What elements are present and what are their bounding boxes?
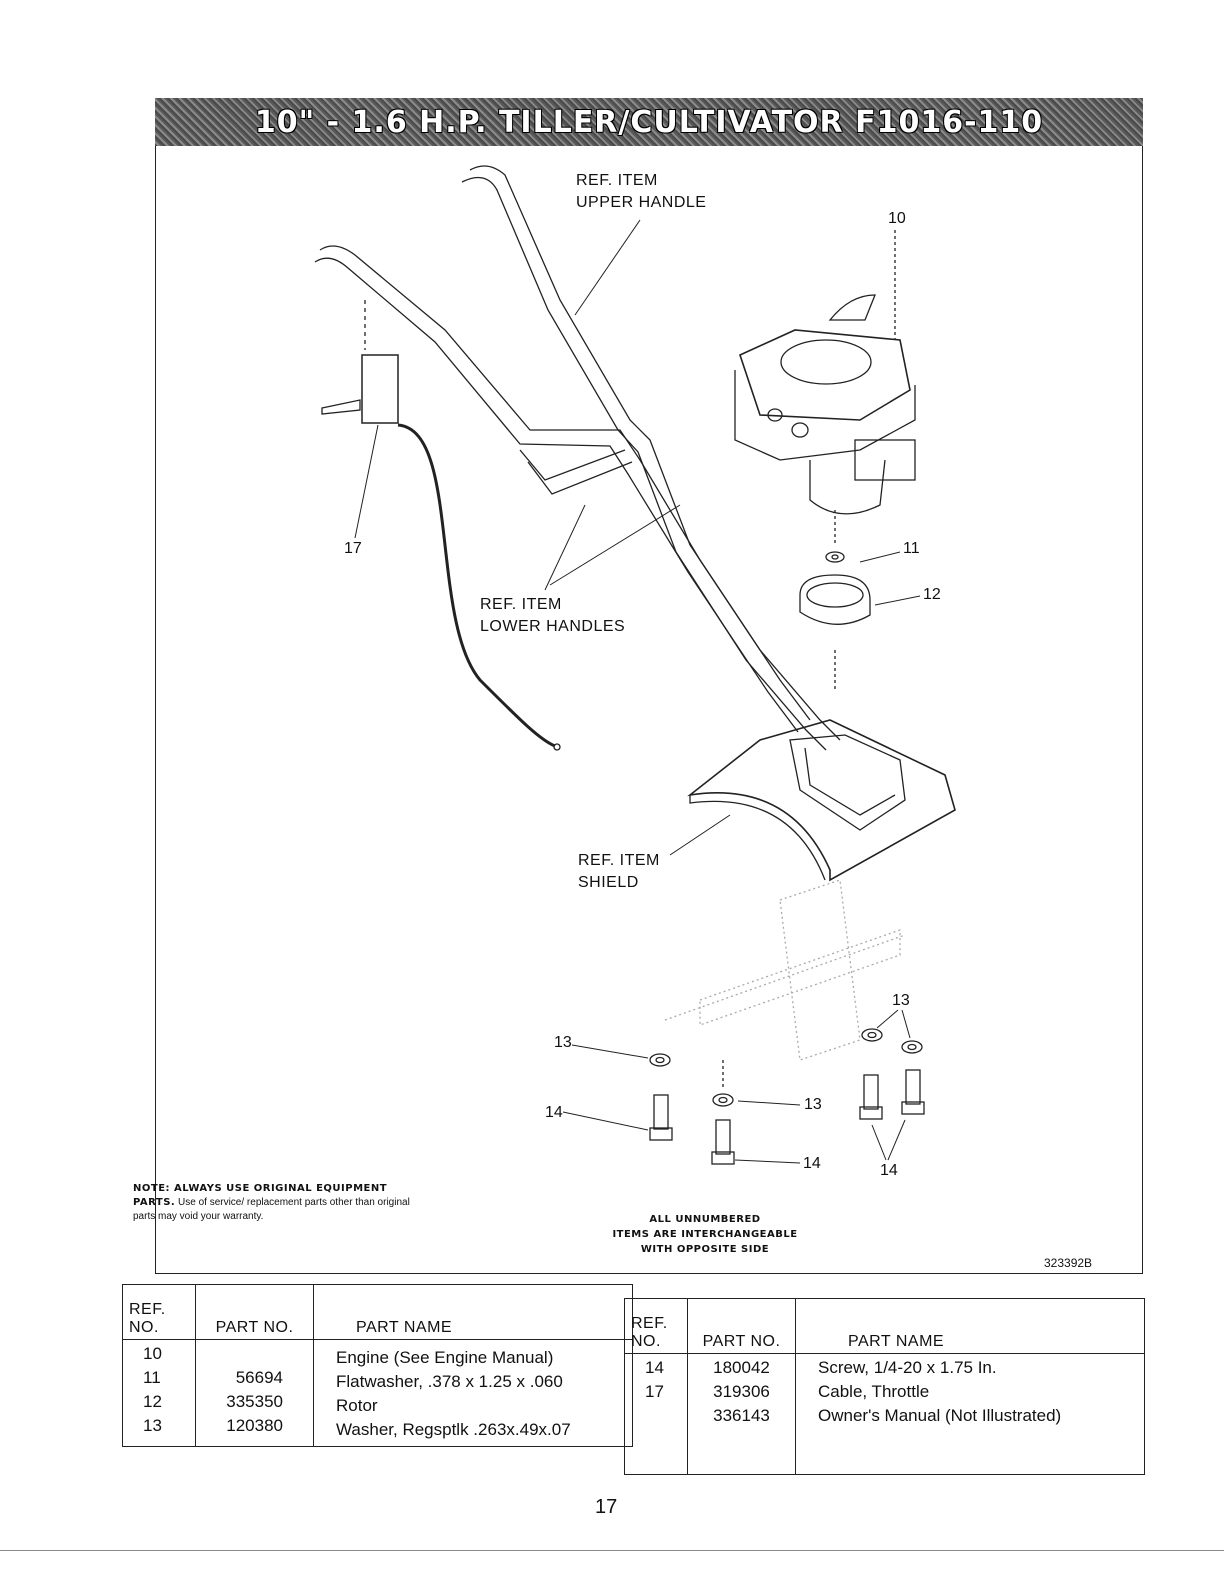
engine-drawing [734,230,916,515]
label-shield: REF. ITEM SHIELD [578,852,660,891]
callout-13-left: 13 [554,1034,572,1051]
note-body: Use of service/ replacement parts other … [133,1197,410,1222]
lower-handles-drawing [314,245,811,733]
part-name-column: Engine (See Engine Manual) Flatwasher, .… [313,1339,633,1447]
throttle-control-drawing [321,300,561,751]
diagram-title: 10" - 1.6 H.P. TILLER/CULTIVATOR F1016-1… [254,104,1044,140]
header-part-no: PART NO. [687,1298,796,1354]
part-no-column: 180042 319306 336143 [687,1353,796,1475]
interchangeable-note: ALL UNNUMBERED ITEMS ARE INTERCHANGEABLE… [612,1214,798,1255]
hardware-drawing [649,1028,925,1165]
header-part-name: PART NAME [795,1298,1145,1354]
shield-drawing [687,719,956,882]
tine-assembly-drawing [664,879,906,1061]
table-body-row: 10 11 12 13 56694 335350 120380 Engine (… [122,1339,633,1447]
page-number: 17 [595,1496,618,1518]
ref-no-column: 14 17 [624,1353,688,1475]
callout-13-right: 13 [892,992,910,1009]
callout-14-center: 14 [803,1155,821,1172]
header-ref-no: REF. NO. [624,1298,688,1354]
parts-table-left: REF. NO. PART NO. PART NAME 10 11 12 13 … [122,1284,633,1447]
leader-lines [354,219,921,1164]
header-part-no: PART NO. [195,1284,314,1340]
part-no-column: 56694 335350 120380 [195,1339,314,1447]
rotor-and-washer-drawing [799,510,871,690]
warranty-note: NOTE: ALWAYS USE ORIGINAL EQUIPMENT PART… [133,1182,433,1224]
ref-no-column: 10 11 12 13 [122,1339,196,1447]
callout-14-left: 14 [545,1104,563,1121]
callout-12: 12 [923,586,941,603]
callout-13-center: 13 [804,1096,822,1113]
title-bar: 10" - 1.6 H.P. TILLER/CULTIVATOR F1016-1… [155,98,1143,146]
callout-17: 17 [344,540,362,557]
table-body-row: 14 17 180042 319306 336143 Screw, 1/4-20… [624,1353,1145,1475]
callout-11: 11 [903,540,920,557]
parts-table-right: REF. NO. PART NO. PART NAME 14 17 180042… [624,1298,1145,1475]
callout-14-right: 14 [880,1162,898,1179]
drawing-number: 323392B [1044,1256,1093,1270]
note-heading: NOTE: ALWAYS USE ORIGINAL EQUIPMENT PART… [133,1183,388,1208]
upper-handle-drawing [461,165,841,751]
bottom-rule [0,1550,1224,1551]
header-ref-no: REF. NO. [122,1284,196,1340]
part-name-column: Screw, 1/4-20 x 1.75 In. Cable, Throttle… [795,1353,1145,1475]
label-lower-handles: REF. ITEM LOWER HANDLES [480,596,626,635]
table-header-row: REF. NO. PART NO. PART NAME [624,1298,1145,1354]
label-upper-handle: REF. ITEM UPPER HANDLE [576,172,707,211]
table-header-row: REF. NO. PART NO. PART NAME [122,1284,633,1340]
callout-10: 10 [888,210,906,227]
header-part-name: PART NAME [313,1284,633,1340]
